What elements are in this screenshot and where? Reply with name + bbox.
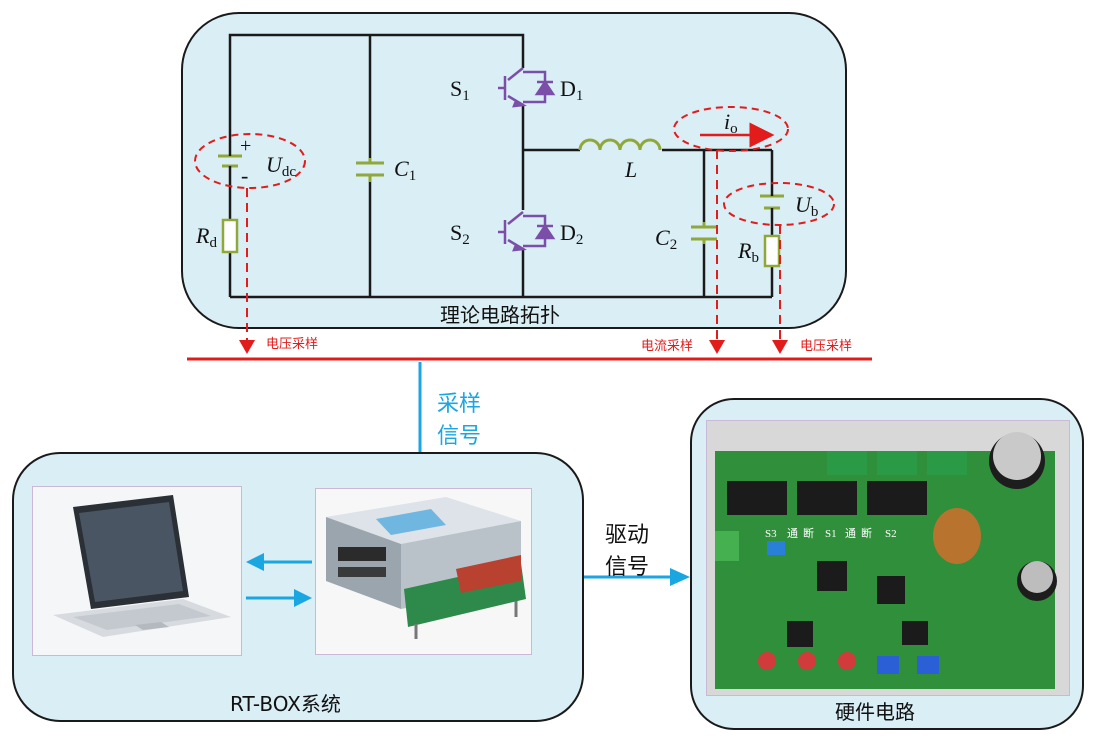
sampling-label-current: 电流采样	[641, 339, 694, 354]
label-rb: Rb	[737, 238, 759, 266]
hardware-board-image: S3 通 断 S1 通 断 S2	[706, 420, 1070, 696]
udc-minus: -	[241, 163, 248, 188]
hardware-title: 硬件电路	[835, 700, 915, 724]
drive-signal-label-1: 驱动	[605, 523, 650, 548]
pcb-board-icon: S3 通 断 S1 通 断 S2	[715, 432, 1057, 689]
switch-s2	[498, 211, 556, 252]
label-udc: Udc	[266, 152, 296, 180]
sampling-signal-label-2: 信号	[437, 424, 482, 449]
label-io: io	[724, 109, 738, 137]
laptop-icon	[53, 495, 231, 637]
label-d1: D1	[560, 76, 583, 104]
rtbox-device-image	[315, 488, 532, 655]
resistor-rb	[763, 234, 781, 268]
drive-signal-label-2: 信号	[605, 555, 650, 580]
sampling-dashed-lines	[246, 150, 781, 340]
label-s2: S2	[450, 220, 470, 248]
rtbox-title: RT-BOX系统	[230, 692, 341, 716]
sampling-label-voltage-left: 电压采样	[266, 337, 319, 352]
battery-udc	[218, 148, 242, 178]
sampling-label-voltage-right: 电压采样	[800, 339, 853, 354]
circuit-topology-panel	[181, 12, 847, 329]
laptop-image	[32, 486, 242, 656]
label-d2: D2	[560, 220, 583, 248]
svg-text:S3: S3	[765, 528, 777, 540]
capacitor-c2	[691, 222, 717, 244]
svg-text:通: 通	[787, 527, 798, 540]
label-s1: S1	[450, 76, 470, 104]
svg-text:通: 通	[845, 527, 856, 540]
inductor-l	[578, 138, 662, 151]
label-ub: Ub	[795, 192, 818, 220]
label-c1: C1	[394, 156, 416, 184]
svg-text:断: 断	[803, 526, 814, 540]
label-rd: Rd	[195, 223, 217, 251]
svg-text:S1: S1	[825, 528, 837, 540]
capacitor-c1	[356, 158, 384, 182]
svg-text:S2: S2	[885, 528, 897, 540]
circuit-title: 理论电路拓扑	[440, 303, 560, 327]
switch-s1	[498, 67, 556, 108]
svg-text:断: 断	[861, 526, 872, 540]
sampling-signal-label-1: 采样	[437, 392, 482, 417]
label-l: L	[624, 157, 637, 182]
label-c2: C2	[655, 225, 677, 253]
udc-plus: +	[240, 135, 251, 157]
sampling-arrowheads	[239, 340, 788, 354]
battery-ub	[760, 192, 784, 212]
rtbox-device-icon	[326, 497, 526, 639]
resistor-rd	[221, 218, 239, 254]
